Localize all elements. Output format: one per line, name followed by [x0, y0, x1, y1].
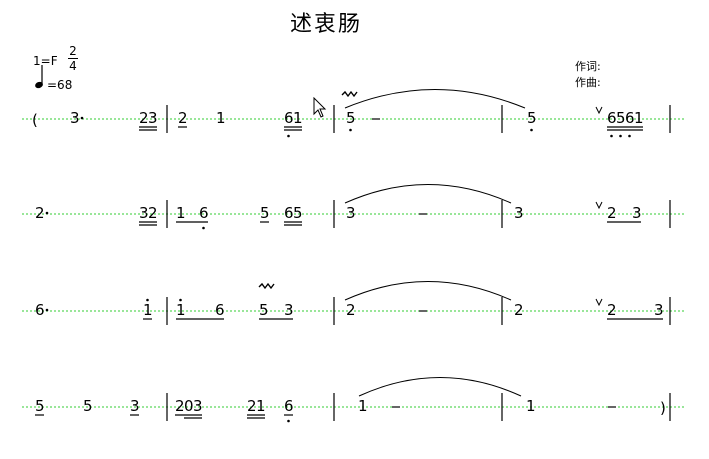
octave-dot-below — [287, 419, 290, 423]
note: 1 — [293, 109, 303, 127]
note: 3 — [139, 204, 149, 222]
note: 5 — [260, 204, 270, 222]
octave-dot-below — [287, 134, 290, 138]
note: 0 — [184, 397, 194, 415]
octave-dot-below — [628, 134, 631, 138]
slur — [344, 89, 526, 109]
slur — [344, 184, 512, 204]
octave-dot-below — [619, 134, 622, 138]
note: 2 — [346, 301, 356, 319]
note: 6 — [215, 301, 225, 319]
augmentation-dot — [45, 211, 49, 215]
repeat-parenthesis: ) — [660, 399, 666, 417]
augmentation-dot — [45, 308, 49, 312]
slur — [358, 377, 522, 397]
slur — [344, 281, 512, 301]
note: 1 — [634, 109, 644, 127]
note: 2 — [148, 204, 158, 222]
note: 3 — [70, 109, 80, 127]
note: 3 — [514, 204, 524, 222]
note: 3 — [284, 301, 294, 319]
octave-dot-below — [349, 128, 352, 132]
note: 2 — [247, 397, 257, 415]
note: 3 — [632, 204, 642, 222]
breath-mark-icon — [595, 201, 603, 210]
note: 6 — [284, 109, 294, 127]
note: 1 — [358, 397, 368, 415]
note: 1 — [216, 109, 226, 127]
note: 1 — [176, 301, 186, 319]
quarter-note-icon — [35, 65, 43, 89]
octave-dot-below — [610, 134, 613, 138]
note: 3 — [654, 301, 664, 319]
note: 3 — [193, 397, 203, 415]
octave-dot-below — [202, 226, 205, 230]
note: 6 — [607, 109, 617, 127]
note: 1 — [176, 204, 186, 222]
repeat-parenthesis: ( — [32, 111, 38, 129]
note: 6 — [199, 204, 209, 222]
note: 3 — [346, 204, 356, 222]
mordent-icon — [341, 90, 358, 98]
note: 2 — [514, 301, 524, 319]
octave-dot-below — [530, 128, 533, 132]
octave-dot-above — [146, 298, 149, 302]
note: 1 — [143, 301, 153, 319]
note: 2 — [607, 204, 617, 222]
time-signature-bar — [68, 58, 78, 59]
note: 1 — [256, 397, 266, 415]
note: 2 — [178, 109, 188, 127]
note: 5 — [35, 397, 45, 415]
time-signature-numerator: 2 — [69, 44, 77, 58]
composer-label: 作曲: — [575, 76, 601, 89]
note: 6 — [284, 204, 294, 222]
note: 2 — [35, 204, 45, 222]
note: 5 — [346, 109, 356, 127]
note: 2 — [175, 397, 185, 415]
time-signature-denominator: 4 — [69, 59, 77, 73]
mouse-pointer-icon — [313, 97, 327, 118]
note: 6 — [284, 397, 294, 415]
note: 2 — [607, 301, 617, 319]
tempo-marking: =68 — [47, 78, 73, 92]
lyricist-label: 作词: — [575, 60, 601, 73]
song-title: 述衷肠 — [290, 12, 363, 37]
note: 1 — [526, 397, 536, 415]
note: 5 — [616, 109, 626, 127]
augmentation-dot — [80, 116, 84, 120]
breath-mark-icon — [595, 298, 603, 307]
breath-mark-icon — [595, 106, 603, 115]
note: 3 — [130, 397, 140, 415]
note: 6 — [35, 301, 45, 319]
note: 5 — [259, 301, 269, 319]
note: 2 — [139, 109, 149, 127]
note: 5 — [527, 109, 537, 127]
mordent-icon — [258, 282, 275, 290]
key-signature: 1=F — [33, 54, 58, 68]
note: 5 — [293, 204, 303, 222]
note: 6 — [625, 109, 635, 127]
octave-dot-above — [179, 298, 182, 302]
note: 3 — [148, 109, 158, 127]
note: 5 — [83, 397, 93, 415]
